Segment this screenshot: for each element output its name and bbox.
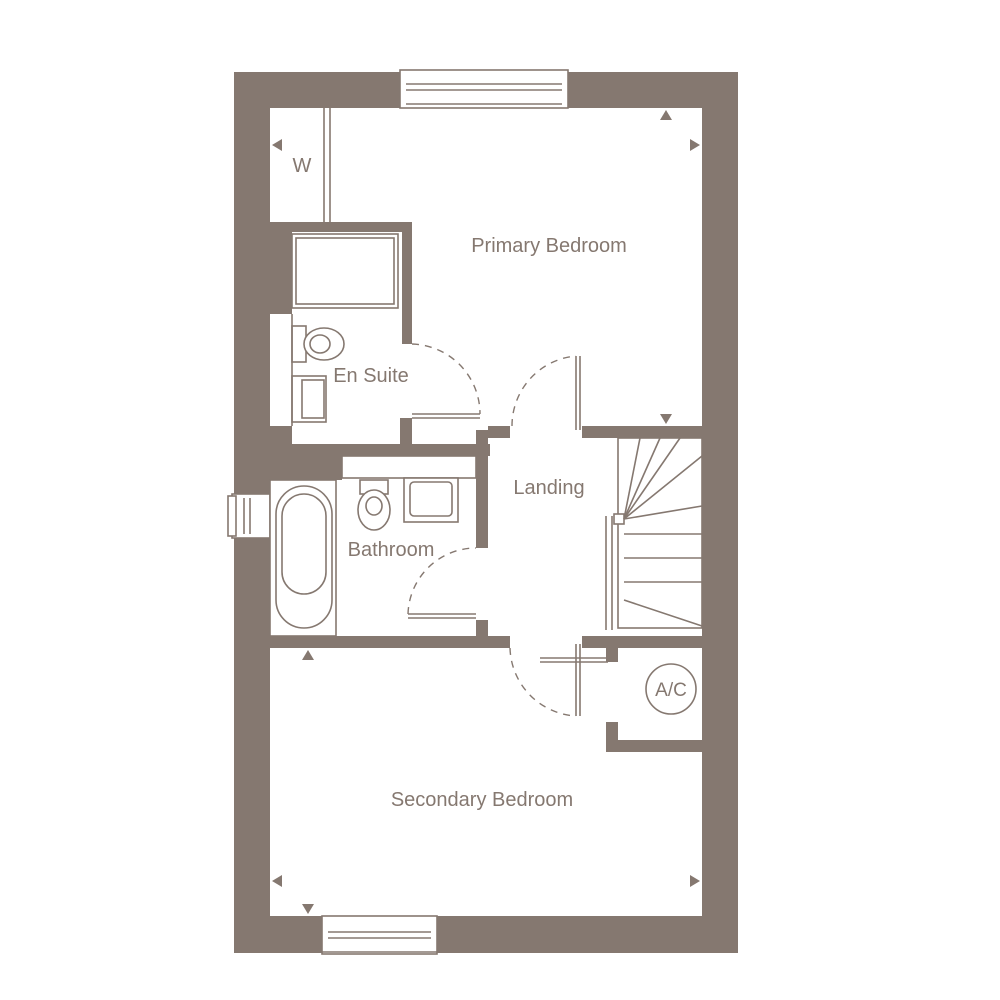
landing-door-stub-top [488,426,510,438]
label-primary-bedroom: Primary Bedroom [471,235,627,257]
interior-walls [270,222,702,752]
arrow-left-icon [272,875,282,887]
left-wall-lower [234,538,270,953]
wardrobe [272,108,331,222]
left-window [227,493,271,539]
ensuite-left-stub-b [270,426,292,446]
right-wall [702,72,738,953]
ac-wall-top-stub [606,640,618,662]
arrow-down-icon [302,904,314,914]
label-en-suite: En Suite [333,365,409,387]
airing-cupboard-circle [645,663,697,715]
ac-wall-bottom [606,740,702,752]
secondary-door-swing [509,647,577,717]
arrow-down-icon [660,414,672,424]
doors [407,343,608,717]
bath-shelf-top [270,456,342,480]
staircase [605,437,703,630]
bathroom-door-swing [407,547,477,615]
arrow-right-icon [690,139,700,151]
arrow-up-icon [660,110,672,120]
landing-left-wall [476,430,488,548]
primary-door-swing [511,355,577,427]
landing-left-jamb [476,620,488,640]
top-window [399,69,569,109]
label-wardrobe: W [293,155,312,177]
ensuite-top-wall [270,222,412,232]
bottom-wall-right [437,916,738,953]
ensuite-bottom-wall [270,444,490,456]
bottom-wall-left [234,916,322,953]
left-wall-upper [234,72,270,494]
ensuite-right-wall [402,222,412,344]
label-airing-cupboard: A/C [655,680,687,701]
ensuite-door-jamb [400,418,412,448]
label-landing: Landing [513,477,584,499]
bottom-window [320,915,439,955]
label-bathroom: Bathroom [348,539,435,561]
bathroom-bottom-wall [270,636,510,648]
exterior-walls [234,72,738,953]
dimension-arrows [272,110,700,914]
ensuite-fixtures [291,233,399,426]
stair-bottom-wall [582,636,702,648]
bath-top-panel [341,455,477,479]
ensuite-left-stub-a [270,222,292,314]
label-secondary-bedroom: Secondary Bedroom [391,789,573,811]
ensuite-door-swing [411,343,481,415]
arrow-right-icon [690,875,700,887]
bathroom-fixtures [269,455,477,637]
landing-right-jamb-top [582,426,702,438]
arrow-up-icon [302,650,314,660]
